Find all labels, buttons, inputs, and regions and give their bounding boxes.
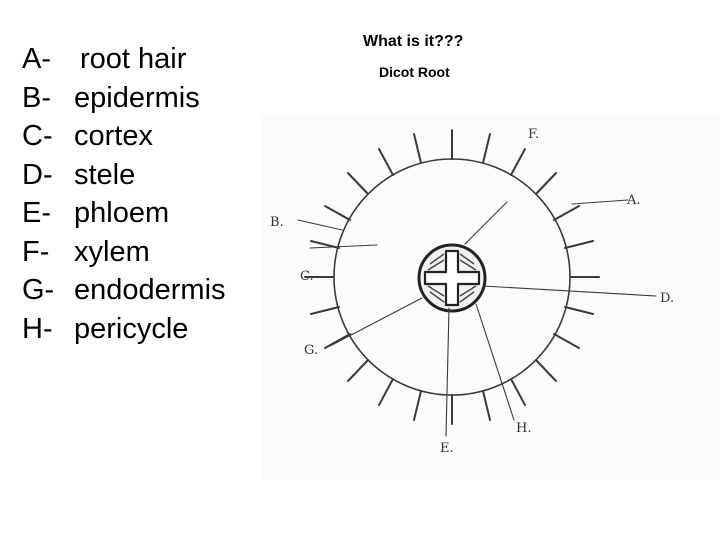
label-c: C. — [300, 269, 314, 284]
key-item-c: C-cortex — [22, 117, 153, 156]
key-letter: F- — [22, 235, 50, 268]
root-hairs — [304, 129, 600, 425]
root-cross-section-diagram: F. A. B. C. D. G. H. E. — [262, 114, 720, 480]
key-term: cortex — [74, 120, 153, 152]
key-term: pericycle — [74, 312, 189, 345]
label-e: E. — [440, 441, 454, 456]
label-h: H. — [516, 421, 531, 436]
key-letter: C- — [22, 120, 53, 152]
xylem-cross — [423, 249, 481, 307]
key-letter: H- — [22, 312, 53, 345]
key-letter: D- — [22, 158, 53, 191]
key-item-b: B-epidermis — [22, 79, 200, 118]
key-letter: B- — [22, 81, 51, 114]
label-g: G. — [304, 343, 318, 358]
key-term: root hair — [80, 43, 187, 75]
answer-key: A-root hair B-epidermis C-cortex D-stele… — [22, 40, 226, 349]
key-item-a: A-root hair — [22, 40, 186, 79]
phloem-strands — [427, 253, 477, 303]
key-item-h: H-pericycle — [22, 310, 188, 349]
label-a: A. — [626, 193, 641, 208]
key-item-d: D-stele — [22, 156, 135, 195]
label-leader-lines — [297, 199, 657, 437]
label-d: D. — [660, 291, 674, 306]
label-f: F. — [528, 127, 539, 142]
key-letter: E- — [22, 197, 51, 229]
key-item-e: E-phloem — [22, 194, 169, 233]
key-term: phloem — [74, 197, 170, 229]
key-item-g: G-endodermis — [22, 271, 226, 310]
answer-subheading: Dicot Root — [379, 64, 450, 80]
key-item-f: F-xylem — [22, 233, 150, 272]
key-term: epidermis — [74, 81, 200, 114]
key-letter: A- — [22, 43, 51, 75]
key-term: xylem — [74, 235, 150, 268]
label-b: B. — [270, 215, 284, 230]
key-term: endodermis — [74, 274, 226, 306]
question-heading: What is it??? — [363, 33, 464, 50]
key-letter: G- — [22, 274, 55, 306]
key-term: stele — [74, 158, 136, 191]
